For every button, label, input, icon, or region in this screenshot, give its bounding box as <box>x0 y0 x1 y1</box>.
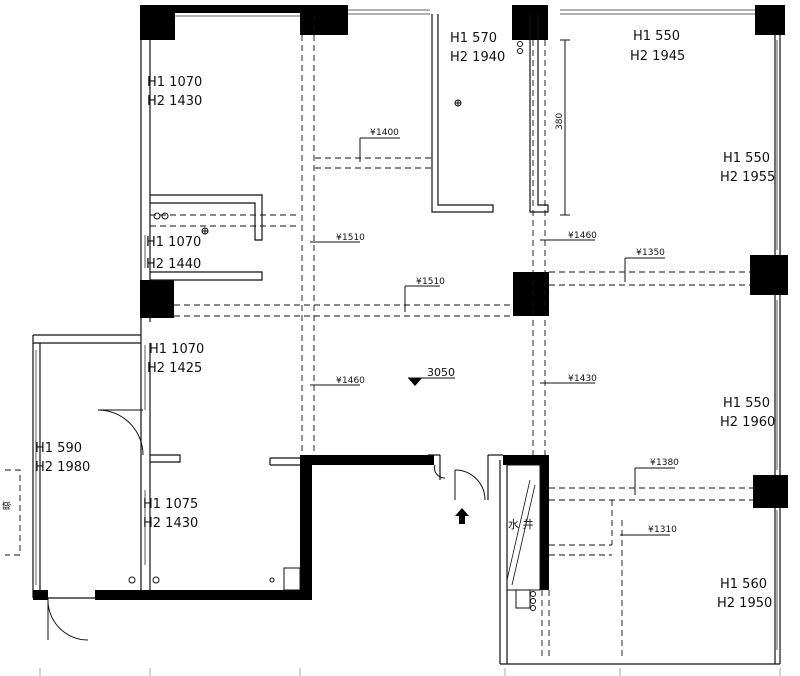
ceiling-mark-leaders <box>310 137 675 536</box>
ceiling-mark-prefix: ¥ <box>370 128 376 138</box>
ceiling-mark-values: ¥ 1400 ¥ 1510 ¥ 1460 ¥ 1350 ¥ 1510 ¥ 146… <box>336 128 679 535</box>
height-h1: H1 560 <box>720 577 767 592</box>
water-shaft <box>506 464 541 591</box>
height-h2: H2 1955 <box>720 170 775 185</box>
structural-columns <box>33 5 788 600</box>
height-h2: H2 1430 <box>147 94 202 109</box>
ceiling-mark: 1350 <box>642 248 665 258</box>
ceiling-mark: 1460 <box>574 231 597 241</box>
height-h1: H1 1075 <box>143 497 198 512</box>
outer-walls <box>32 8 781 665</box>
shaft-label: 水 井 <box>508 517 534 531</box>
height-h2: H2 1430 <box>143 516 198 531</box>
balcony-label: 晾 <box>1 501 13 510</box>
ceiling-dashed-lines <box>5 15 753 660</box>
dimension-bar-label: 380 <box>555 113 565 130</box>
ceiling-mark-prefix: ¥ <box>336 233 342 243</box>
ceiling-mark: 1430 <box>574 374 597 384</box>
ceiling-mark: 1460 <box>342 376 365 386</box>
ceiling-mark: 1400 <box>376 128 399 138</box>
height-h1: H1 1070 <box>147 75 202 90</box>
height-h2: H2 1940 <box>450 50 505 65</box>
height-h1: H1 550 <box>723 151 770 166</box>
floor-level-marker <box>408 377 455 386</box>
ceiling-mark-prefix: ¥ <box>416 277 422 287</box>
windows <box>35 9 778 650</box>
dimension-bar <box>560 39 570 216</box>
ceiling-mark-prefix: ¥ <box>336 376 342 386</box>
ceiling-mark: 1310 <box>654 525 677 535</box>
height-labels: H1 1070 H2 1430 H1 570 H2 1940 H1 550 H2… <box>35 29 775 611</box>
ceiling-mark: 1510 <box>422 277 445 287</box>
doors <box>47 409 486 641</box>
height-h1: H1 570 <box>450 31 497 46</box>
height-h2: H2 1960 <box>720 415 775 430</box>
ceiling-mark-prefix: ¥ <box>650 458 656 468</box>
edge-ticks <box>39 668 781 676</box>
height-h1: H1 550 <box>723 396 770 411</box>
height-h2: H2 1425 <box>147 361 202 376</box>
fixtures <box>128 41 536 611</box>
height-h2: H2 1945 <box>630 49 685 64</box>
height-h1: H1 550 <box>633 29 680 44</box>
ceiling-mark-prefix: ¥ <box>568 374 574 384</box>
height-h2: H2 1950 <box>717 596 772 611</box>
height-h1: H1 1070 <box>149 342 204 357</box>
height-h1: H1 1070 <box>146 235 201 250</box>
interior-walls <box>150 14 549 500</box>
ceiling-mark-prefix: ¥ <box>636 248 642 258</box>
entrance-arrow <box>455 508 469 524</box>
height-h1: H1 590 <box>35 441 82 456</box>
height-h2: H2 1980 <box>35 460 90 475</box>
ceiling-mark: 1510 <box>342 233 365 243</box>
ceiling-mark-prefix: ¥ <box>648 525 654 535</box>
ceiling-mark: 1380 <box>656 458 679 468</box>
height-h2: H2 1440 <box>146 257 201 272</box>
ceiling-mark-prefix: ¥ <box>568 231 574 241</box>
floor-level-label: 3050 <box>427 366 455 379</box>
